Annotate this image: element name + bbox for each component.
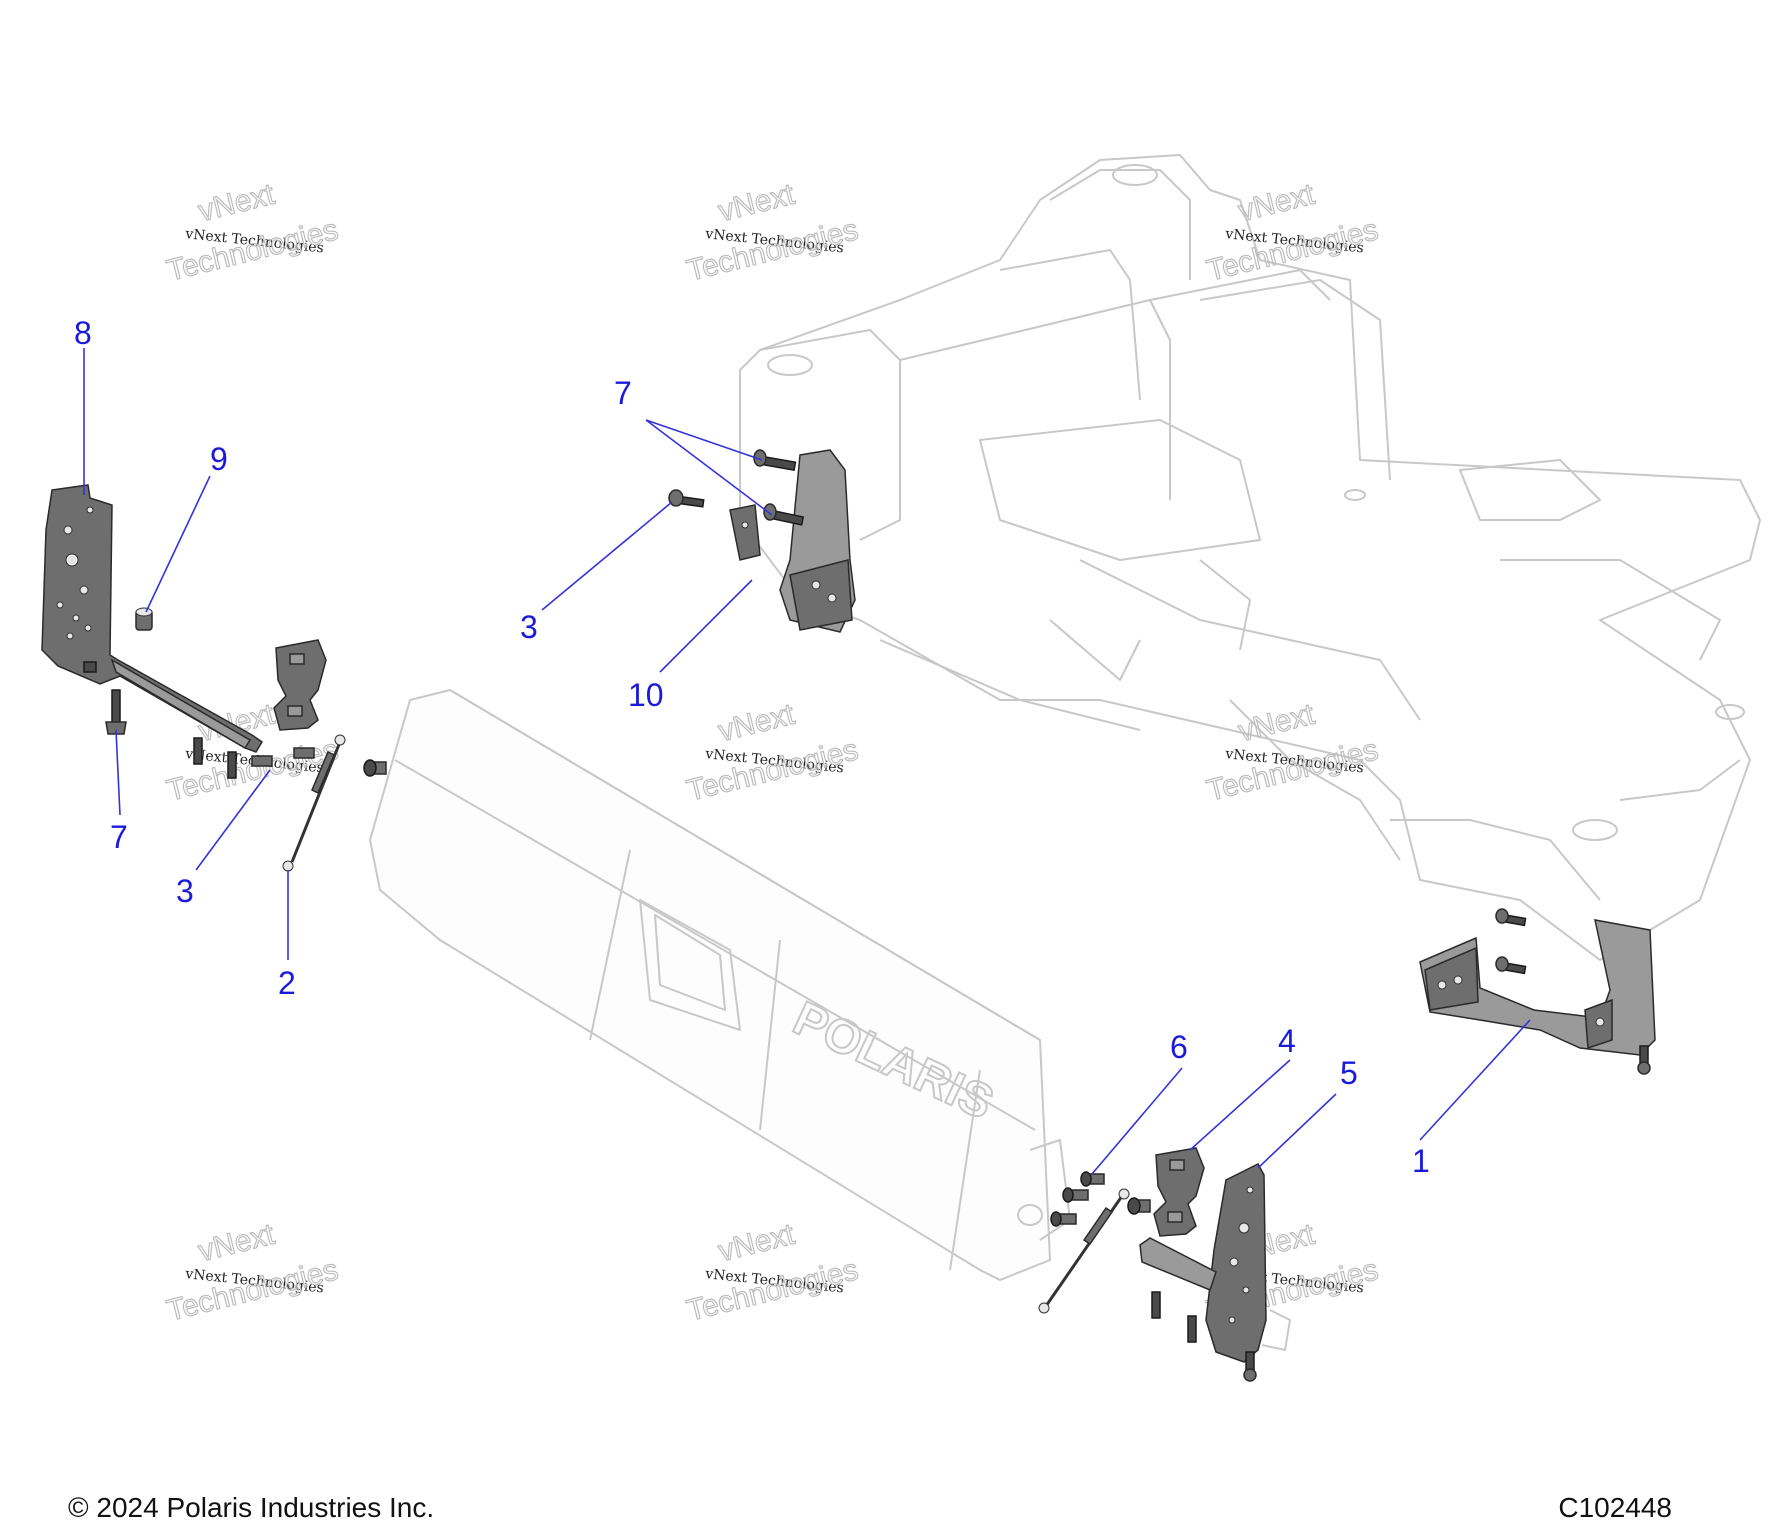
right-bracket	[1139, 1163, 1291, 1363]
latch-block-right	[1153, 1147, 1205, 1237]
callout-3-upper: 3	[520, 609, 538, 645]
svg-text:Technologies: Technologies	[684, 733, 862, 807]
callout-6: 6	[1170, 1029, 1188, 1065]
leader-7b-upper	[645, 419, 773, 516]
leader-10	[659, 579, 753, 673]
watermark: vNext Technologies vNext Technologies	[1203, 697, 1382, 808]
callout-2: 2	[278, 965, 296, 1001]
leader-7-left	[115, 729, 121, 816]
svg-text:vNext: vNext	[715, 1218, 798, 1269]
svg-text:vNext: vNext	[1235, 178, 1318, 229]
watermark: vNext Technologies vNext Technologies	[163, 177, 342, 288]
bolt-1-right	[1495, 908, 1651, 1075]
right-mount-bracket	[1419, 919, 1656, 1056]
callout-7-upper: 7	[614, 375, 632, 411]
latch-block-left	[273, 639, 327, 731]
bolt-7-left	[105, 689, 127, 735]
svg-text:vNext: vNext	[715, 698, 798, 749]
leader-4	[1189, 1059, 1291, 1151]
gas-strut-left	[282, 734, 346, 872]
callout-9: 9	[210, 441, 228, 477]
bolt-7-upper-a	[753, 449, 797, 471]
callout-4: 4	[1278, 1023, 1296, 1059]
bushing-9	[135, 607, 153, 631]
leader-lines	[83, 348, 1531, 1175]
leader-9	[145, 475, 211, 613]
callout-3-left: 3	[176, 873, 194, 909]
callout-labels: 8 9 7 3 2 7 3 10 6 4 5 1	[74, 315, 1430, 1179]
callout-1: 1	[1412, 1143, 1430, 1179]
svg-text:vNext: vNext	[715, 178, 798, 229]
svg-text:vNext: vNext	[195, 1218, 278, 1269]
svg-text:vNext: vNext	[195, 178, 278, 229]
leader-7a-upper	[645, 419, 763, 461]
gas-strut-right	[1038, 1188, 1130, 1314]
bumper-ghost: POLARIS	[368, 688, 1071, 1282]
bolt-3-upper	[668, 489, 705, 508]
left-bracket	[41, 484, 264, 753]
svg-text:Technologies: Technologies	[1204, 213, 1382, 287]
leader-6	[1091, 1067, 1183, 1175]
callout-5: 5	[1340, 1055, 1358, 1091]
frame-ghost	[739, 154, 1761, 961]
callout-7-left: 7	[110, 819, 128, 855]
callout-8: 8	[74, 315, 92, 351]
svg-text:Technologies: Technologies	[164, 213, 342, 287]
callout-10: 10	[628, 677, 664, 713]
svg-text:Technologies: Technologies	[684, 1253, 862, 1327]
figure-id: C102448	[1558, 1492, 1672, 1523]
leader-5	[1257, 1093, 1337, 1169]
center-mount-bracket	[729, 449, 856, 633]
leader-3-upper	[541, 501, 673, 611]
leader-1	[1419, 1019, 1531, 1141]
bolt-5-right	[1243, 1351, 1257, 1382]
right-fasteners	[1050, 1171, 1197, 1343]
svg-text:Technologies: Technologies	[164, 1253, 342, 1327]
watermark: vNext Technologies vNext Technologies	[683, 177, 862, 288]
leader-3-left	[195, 769, 271, 871]
left-fasteners	[193, 737, 387, 779]
svg-text:Technologies: Technologies	[684, 213, 862, 287]
bolt-7-upper-b	[763, 503, 805, 526]
watermark: vNext Technologies vNext Technologies	[163, 1217, 342, 1328]
watermark: vNext Technologies vNext Technologies	[683, 697, 862, 808]
watermark: vNext Technologies vNext Technologies	[683, 1217, 862, 1328]
copyright-notice: © 2024 Polaris Industries Inc.	[68, 1492, 435, 1523]
